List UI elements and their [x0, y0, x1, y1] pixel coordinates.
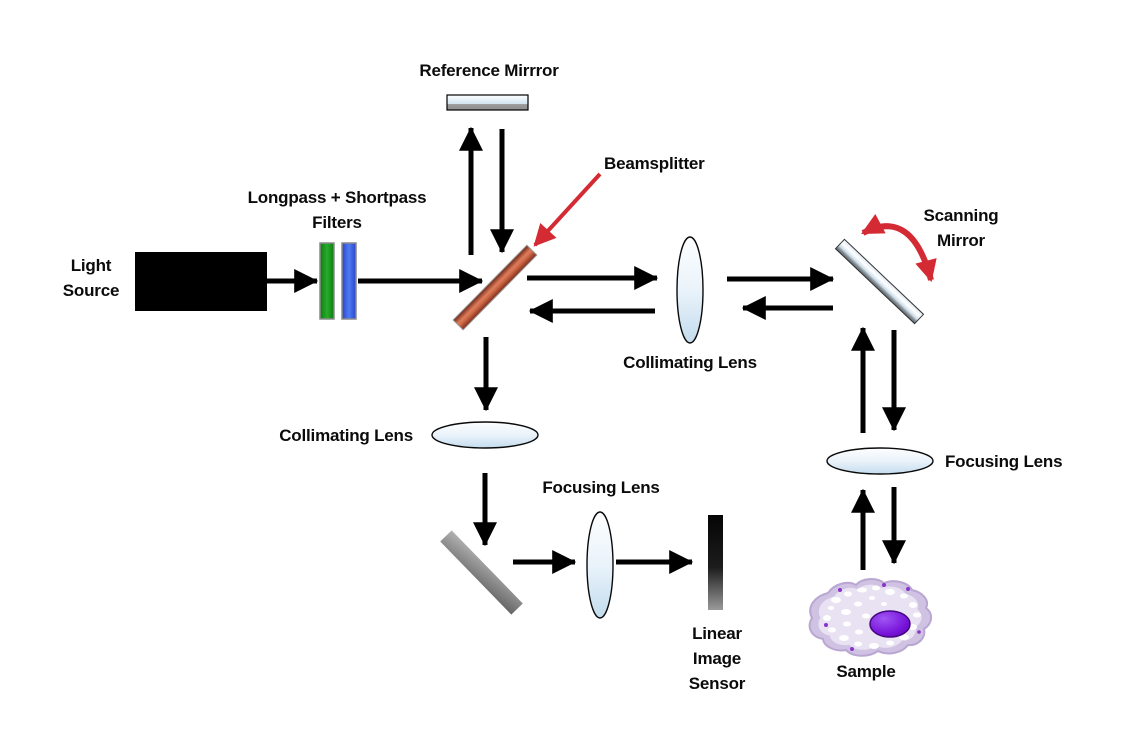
label-reference-mirror: Reference Mirrror	[419, 61, 559, 80]
label-collimating-lens-top: Collimating Lens	[623, 353, 757, 372]
focusing-lens-right	[826, 447, 934, 475]
beamsplitter	[452, 244, 538, 331]
collimating-lens-left	[431, 421, 539, 449]
label-sample: Sample	[836, 662, 896, 681]
label-focusing-lens-bottom: Focusing Lens	[542, 478, 660, 497]
collimating-lens-top	[676, 236, 704, 344]
reference-mirror	[446, 94, 529, 111]
sample-nucleus	[869, 610, 911, 638]
label-light-source: Light Source	[62, 256, 120, 300]
label-focusing-lens-right: Focusing Lens	[945, 452, 1063, 471]
sample-cell	[808, 578, 932, 657]
focusing-lens-bottom	[586, 511, 614, 619]
linear-image-sensor	[708, 515, 723, 610]
sample-vacuoles	[823, 585, 921, 649]
beamsplitter-pointer-arrow	[533, 172, 602, 247]
label-collimating-lens-left: Collimating Lens	[279, 426, 413, 445]
scanning-mirror	[834, 238, 925, 325]
longpass-filter	[319, 242, 335, 320]
label-scanning-mirror: Scanning Mirror	[923, 206, 999, 250]
beam-path-arrows	[267, 126, 906, 574]
fold-mirror	[440, 530, 523, 615]
label-beamsplitter: Beamsplitter	[604, 154, 705, 173]
light-source	[135, 252, 267, 311]
shortpass-filter	[341, 242, 357, 320]
label-linear-image-sensor: Linear Image Sensor	[688, 624, 746, 693]
scanning-rotation-arrow	[861, 214, 937, 283]
sample-granules	[824, 583, 921, 651]
label-filters: Longpass + Shortpass Filters	[247, 188, 427, 232]
